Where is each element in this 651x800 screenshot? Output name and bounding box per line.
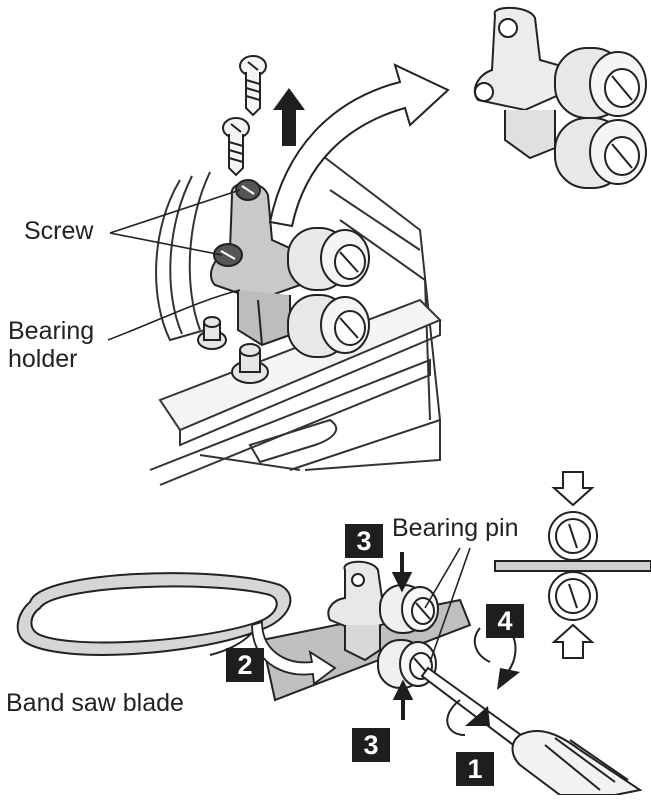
step-1-badge: 1	[456, 752, 494, 786]
screwdriver-icon	[420, 666, 643, 796]
machine-frame	[149, 149, 442, 486]
step-4-badge: 4	[486, 604, 524, 638]
up-arrow-icon	[392, 679, 414, 720]
down-arrow-icon	[391, 552, 413, 593]
band-saw-blade-label: Band saw blade	[6, 689, 184, 717]
band-saw-blade	[16, 572, 292, 656]
table-bolts	[197, 316, 269, 384]
screw-label: Screw	[24, 217, 94, 245]
step-3-bottom-badge: 3	[352, 728, 390, 762]
bearing-pin-label: Bearing pin	[392, 514, 519, 542]
up-arrow-icon	[273, 88, 305, 146]
bearing-detail	[494, 471, 651, 659]
screw-icon	[222, 55, 267, 177]
screw-icon	[213, 179, 261, 267]
rotate-arrowheads	[465, 668, 520, 726]
curved-arrow-icon	[268, 63, 450, 228]
step-3-top-badge: 3	[345, 524, 383, 558]
leader-lines-bearing-pin	[424, 547, 471, 663]
detached-bearing-holder	[473, 6, 647, 189]
bearing-holder-label-line2: holder	[8, 345, 78, 373]
leader-lines-top	[107, 189, 241, 341]
step-2-badge: 2	[226, 648, 264, 682]
bearing-holder-label-line1: Bearing	[8, 317, 95, 345]
bearing-pair	[287, 227, 370, 358]
